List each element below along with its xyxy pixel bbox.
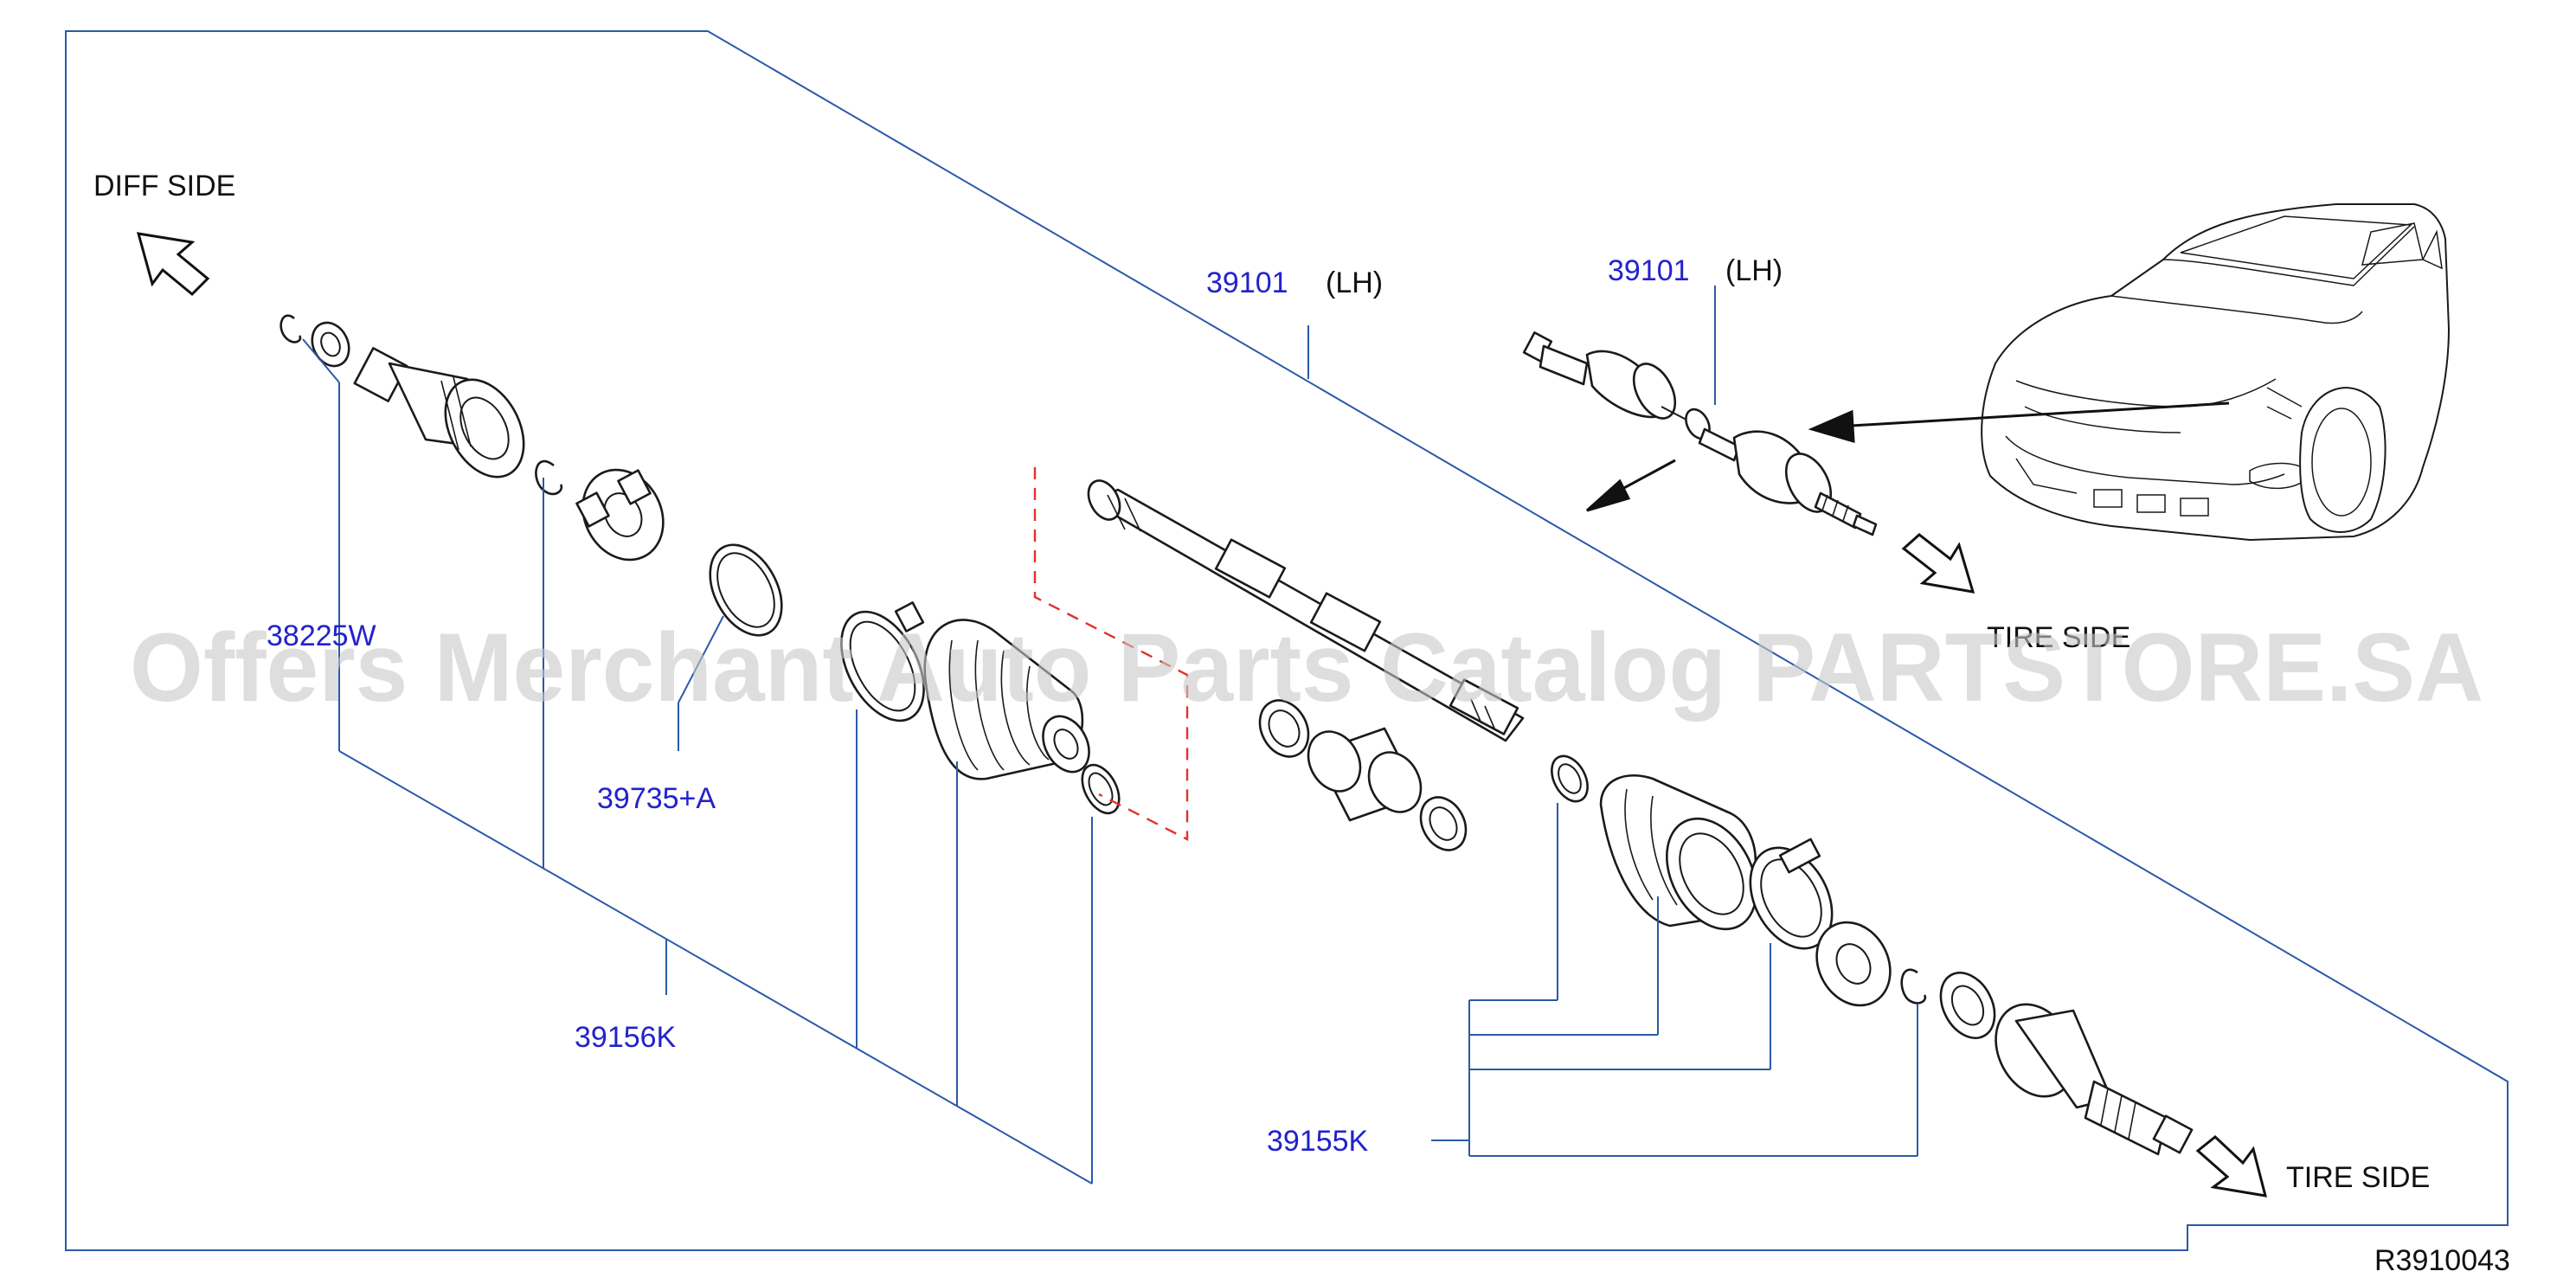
outer-snap-ring-icon xyxy=(1900,968,1927,1005)
large-circlip-icon xyxy=(709,543,783,637)
tripod-spider-icon xyxy=(575,468,665,562)
outer-boot-icon xyxy=(1599,774,1757,931)
washer-icon xyxy=(311,321,350,368)
damper-ring-left-icon xyxy=(1258,699,1310,758)
inset-direction-arrow-icon xyxy=(1585,459,1676,512)
inner-boot-band-large-icon xyxy=(840,601,925,722)
snap-ring-icon xyxy=(535,459,563,496)
outer-joint-housing-icon xyxy=(1995,1003,2194,1156)
damper-ring-right-icon xyxy=(1419,796,1468,851)
diagram-reference-code: R3910043 xyxy=(2374,1244,2510,1277)
outer-boot-band-large-icon xyxy=(1749,838,1834,950)
inner-joint-housing-icon xyxy=(353,347,525,478)
outer-boot-band-small-icon xyxy=(1551,754,1589,803)
part-number-39101-inset: 39101 xyxy=(1608,254,1690,287)
leader-lines xyxy=(302,286,1918,1184)
dynamic-damper-icon xyxy=(1307,727,1423,822)
diff-side-arrow-icon xyxy=(136,232,210,297)
part-number-39735a: 39735+A xyxy=(597,782,716,815)
inset-tire-side-arrow-icon xyxy=(1901,533,1975,594)
tire-side-label: TIRE SIDE xyxy=(2286,1161,2430,1194)
part-side-lh-inset: (LH) xyxy=(1725,254,1783,287)
outer-washer-icon xyxy=(1939,972,1996,1039)
part-number-39155k: 39155K xyxy=(1267,1125,1369,1158)
inner-boot-icon xyxy=(923,619,1090,780)
watermark-text: Offers Merchant Auto Parts Catalog PARTS… xyxy=(130,613,2483,722)
part-number-39156k: 39156K xyxy=(575,1021,677,1054)
inner-boot-band-small-icon xyxy=(1081,763,1121,815)
assembly-guide-dashed xyxy=(1033,467,1189,841)
tire-side-arrow-icon xyxy=(2195,1135,2268,1197)
vehicle-suv-icon xyxy=(1981,203,2450,541)
inset-driveshaft-assembly-icon xyxy=(1522,331,1878,536)
outer-joint-inner-race-icon xyxy=(1815,921,1892,1007)
circlip-small-icon xyxy=(279,314,302,343)
inset-tire-side-label: TIRE SIDE xyxy=(1987,621,2130,654)
part-number-39101-main: 39101 xyxy=(1206,266,1288,299)
vehicle-pointer-arrow-icon xyxy=(1808,401,2230,444)
part-number-38225w: 38225W xyxy=(267,620,376,652)
shaft-bar-icon xyxy=(1087,479,1525,742)
part-side-lh-main: (LH) xyxy=(1326,266,1383,299)
diagram-frame xyxy=(65,30,2509,1251)
diff-side-label: DIFF SIDE xyxy=(93,170,235,202)
